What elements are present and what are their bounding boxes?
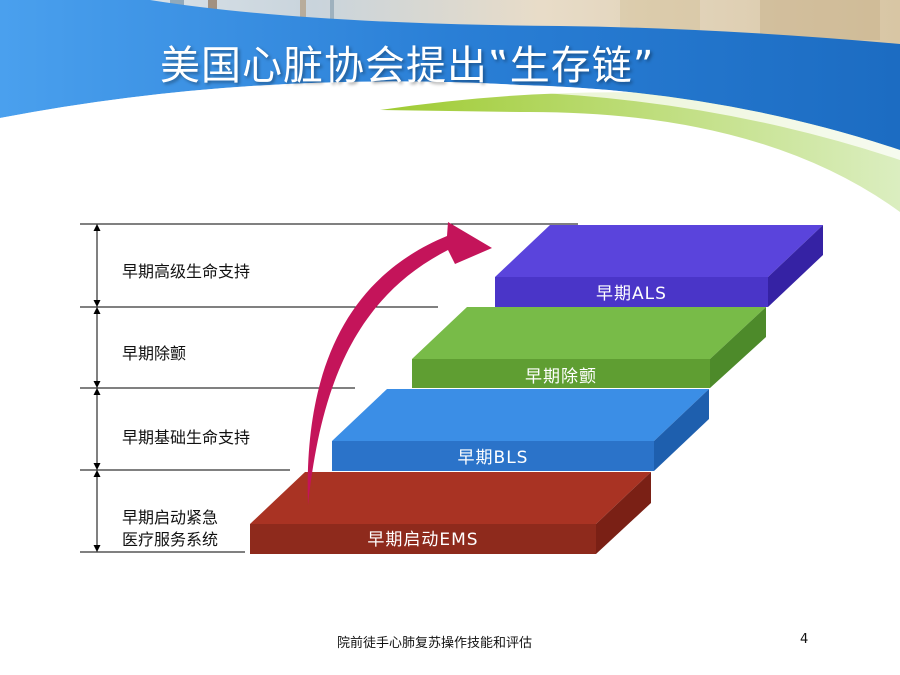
step-defib: [412, 307, 766, 388]
stage-label-ems-line1: 早期启动紧急: [122, 508, 219, 527]
header-banner: [0, 0, 900, 212]
footer-text: 院前徒手心肺复苏操作技能和评估: [337, 636, 533, 651]
step-als: [495, 225, 823, 307]
page-number: 4: [800, 632, 809, 647]
stage-label-als: 早期高级生命支持: [122, 262, 251, 281]
header-white-sweep: [0, 81, 900, 160]
step-label-defib: 早期除颤: [525, 367, 597, 387]
progress-arrow: [307, 222, 492, 505]
header-blue-band: [0, 0, 900, 150]
step-label-ems: 早期启动EMS: [367, 530, 479, 550]
step-label-als: 早期ALS: [596, 284, 667, 304]
stage-label-bls: 早期基础生命支持: [122, 428, 251, 447]
stage-label-ems-line2: 医疗服务系统: [122, 530, 219, 549]
slide-title: 美国心脏协会提出‟生存链”: [160, 43, 655, 89]
step-bls: [332, 389, 709, 471]
stage-label-defib: 早期除颤: [122, 344, 187, 363]
step-ems: [250, 472, 651, 554]
stage-scale: [80, 223, 578, 553]
step-label-bls: 早期BLS: [457, 448, 529, 468]
